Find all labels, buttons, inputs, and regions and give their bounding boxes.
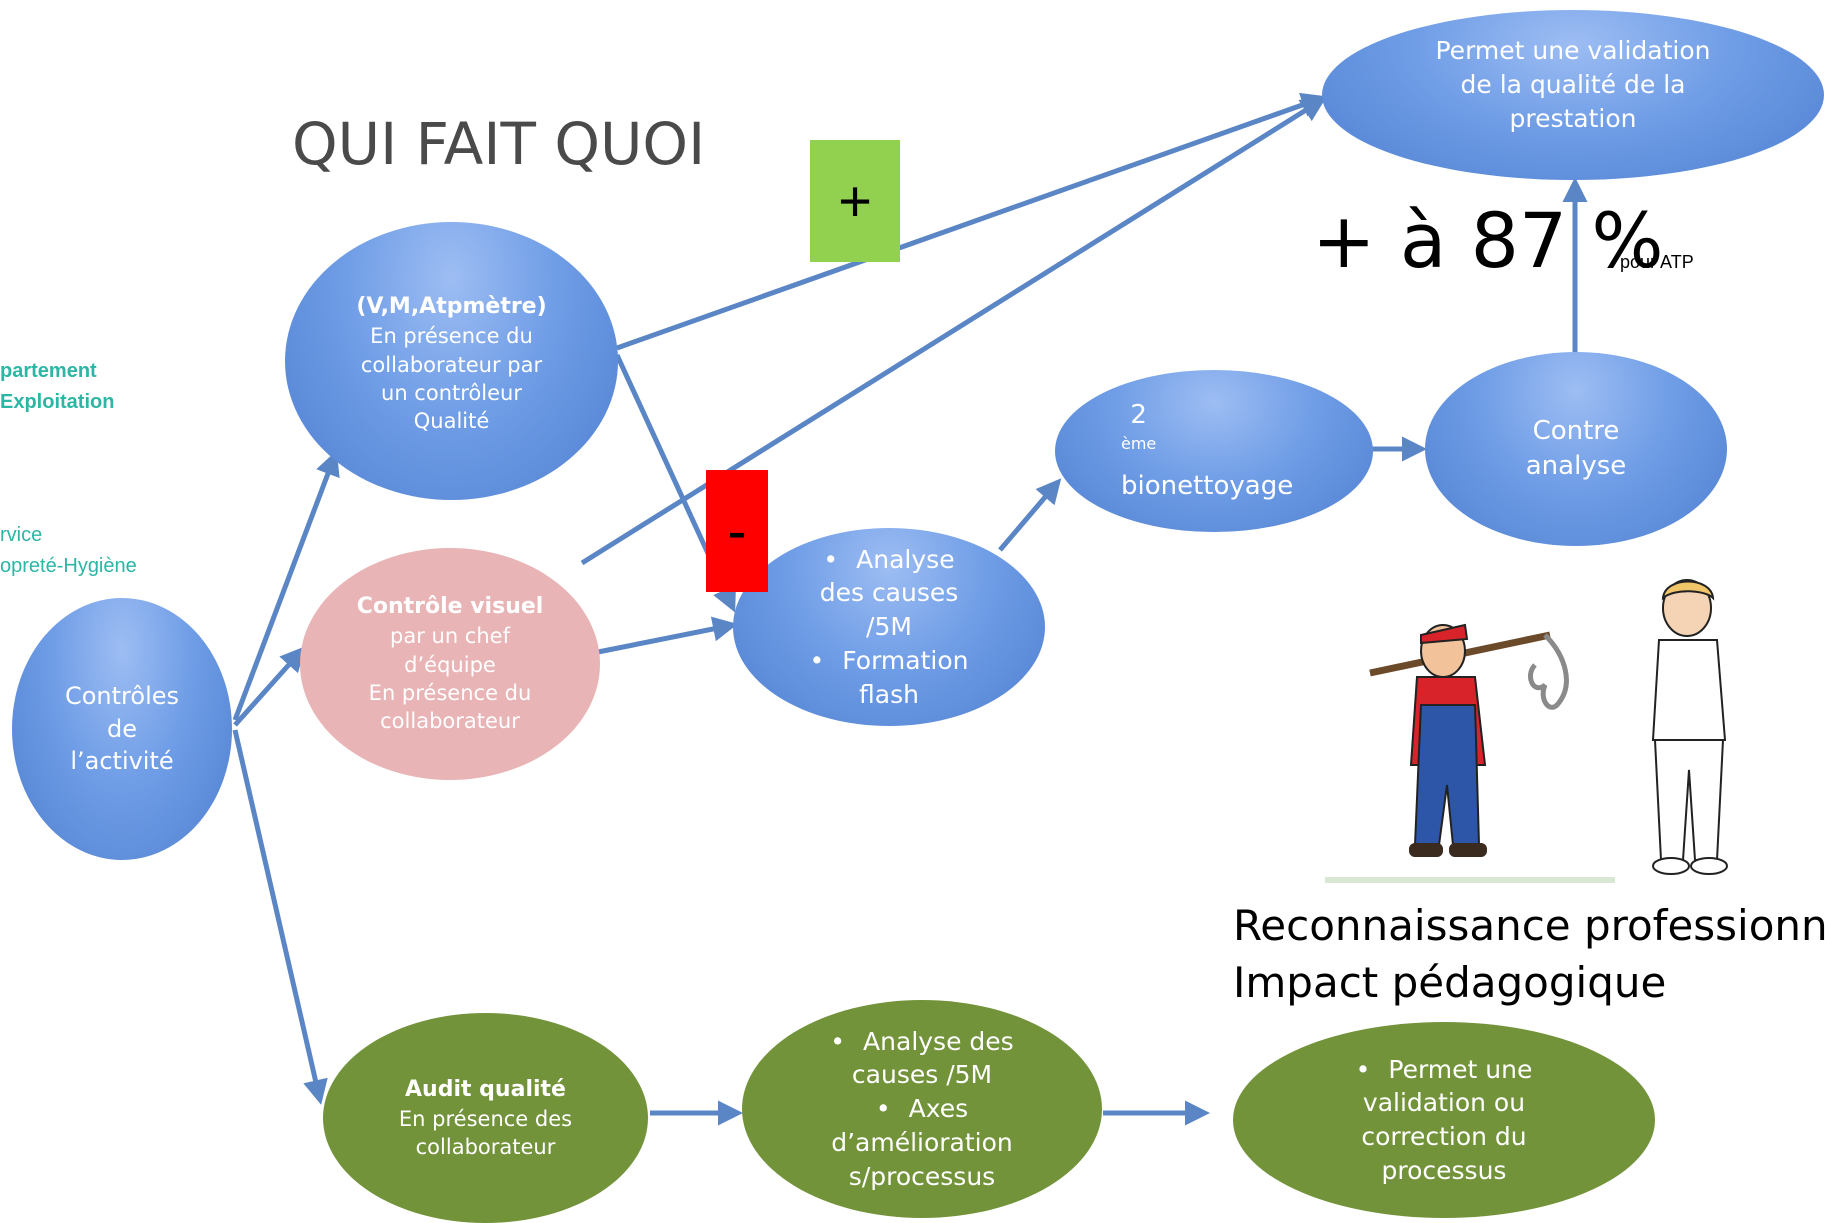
arrow-causes-to-cleaning — [998, 478, 1062, 552]
atp-stat-note: pour ATP — [1620, 252, 1694, 272]
counter-analysis-node: Contre analyse — [1425, 352, 1727, 546]
side-label-departement: partement Exploitation — [0, 360, 115, 413]
root-node: Contrôles de l’activité — [12, 598, 232, 860]
minus-badge: - — [706, 470, 768, 592]
cleaner-man-icon — [1325, 595, 1615, 895]
atp-stat-value: + à 87 % — [1312, 196, 1664, 285]
arrow-visual-to-causes — [597, 616, 738, 655]
plus-badge: + — [810, 140, 900, 262]
validation-node: Permet une validation de la qualité de l… — [1322, 10, 1824, 180]
audit-validation-node: •Permet une validation ou correction du … — [1233, 1022, 1655, 1218]
arrow-root-to-audit — [232, 729, 328, 1105]
nurse-woman-icon — [1651, 579, 1728, 875]
arrow-root-to-top — [232, 450, 340, 721]
quality-control-node: (V,M,Atpmètre) En présence du collaborat… — [285, 222, 618, 500]
visual-control-node: Contrôle visuel par un chef d’équipe En … — [300, 548, 600, 780]
audit-node: Audit qualité En présence des collaborat… — [323, 1013, 648, 1223]
recognition-text: Reconnaissance professionnel Impact péda… — [1233, 901, 1825, 1007]
arrow-visual-to-validation — [580, 97, 1327, 566]
side-label-service: rvice opreté-Hygiène — [0, 524, 137, 577]
arrow-root-to-visual — [233, 646, 306, 727]
arrow-top-to-validation — [616, 92, 1327, 351]
page-title: QUI FAIT QUOI — [292, 110, 706, 178]
causes-analysis-node: •Analyse des causes /5M •Formation flash — [733, 528, 1045, 726]
audit-analysis-node: •Analyse des causes /5M •Axes d’améliora… — [742, 1000, 1102, 1218]
